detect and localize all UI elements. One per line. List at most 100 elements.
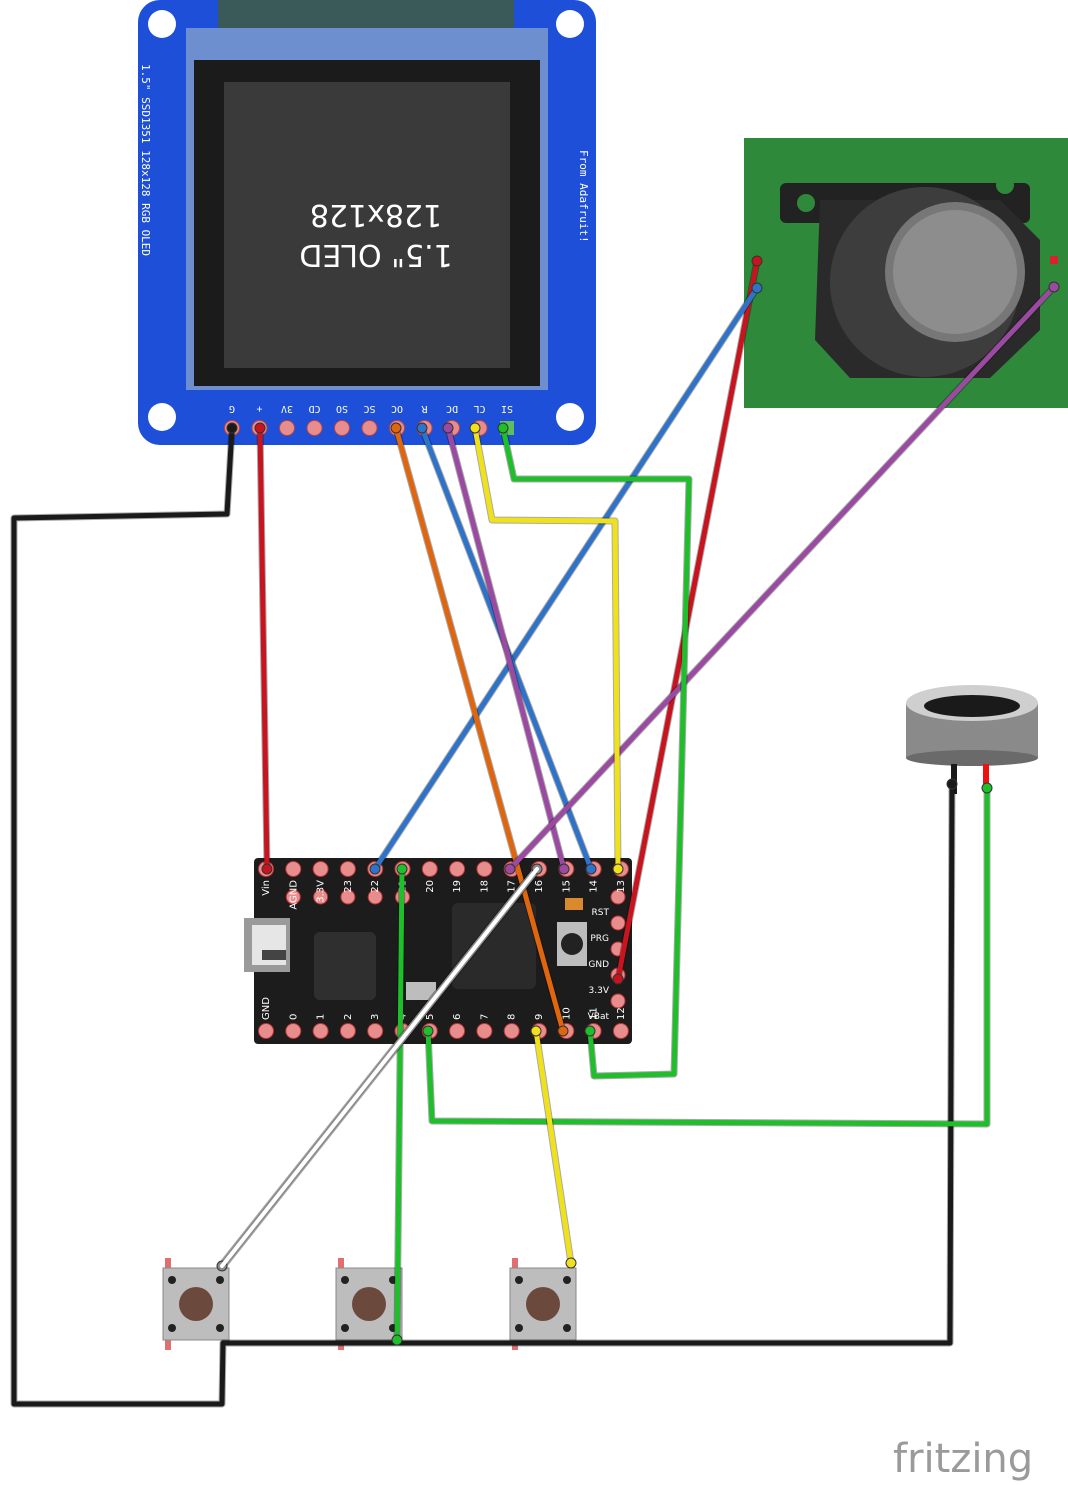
wire-mic-green[interactable] (425, 785, 990, 1127)
teensy-side-label: 3.3V (589, 986, 610, 996)
wire-button-right-yellow[interactable] (533, 1028, 574, 1266)
wire-vin-red[interactable] (257, 425, 270, 872)
wire-end (422, 1025, 434, 1037)
teensy-pin-label-bottom: 1 (316, 1014, 327, 1020)
teensy-pin-label-top: 20 (425, 880, 436, 893)
wire-dc-purple[interactable] (445, 425, 567, 872)
wire-end (751, 255, 763, 267)
button-cap[interactable] (352, 1287, 386, 1321)
teensy-pin-side[interactable] (610, 993, 626, 1009)
teensy-pin-label-top: 16 (534, 880, 545, 893)
oled-pin-label: OC (391, 403, 403, 414)
teensy-pin-label-bottom: 12 (616, 1007, 627, 1020)
oled-pin-label: SO (336, 403, 348, 414)
oled-pin[interactable] (361, 420, 378, 436)
wire-end (981, 782, 993, 794)
teensy-pin-bottom[interactable] (367, 1023, 384, 1039)
wire-joystick-y-purple[interactable] (507, 284, 1057, 872)
oled-module: 1.5" OLED 128x128 1.5" SSD1351 128x128 R… (138, 0, 596, 445)
fritzing-logo: fritzing (893, 1436, 1033, 1482)
teensy-pin-inner[interactable] (340, 889, 356, 905)
teensy-pin-top[interactable] (476, 861, 493, 877)
wire-end (390, 422, 402, 434)
wire-end (504, 863, 516, 875)
oled-active-area (224, 82, 510, 368)
teensy-pin-side[interactable] (610, 915, 626, 931)
teensy-pin-label-top: 17 (507, 880, 518, 893)
teensy-pin-top[interactable] (312, 861, 329, 877)
teensy-pin-bottom[interactable] (285, 1023, 302, 1039)
teensy-pin-top[interactable] (421, 861, 438, 877)
teensy-pin-label-bottom: 5 (425, 1014, 436, 1020)
wire-end (558, 863, 570, 875)
wire-end (751, 282, 763, 294)
mount-hole-icon (556, 10, 584, 38)
teensy-pin-label-bottom: 6 (452, 1014, 463, 1020)
teensy-pin-label-top: Vin (261, 880, 272, 896)
push-button-middle[interactable] (335, 1258, 403, 1350)
teensy-side-label: RST (592, 908, 610, 918)
teensy-pin-label-bottom: 8 (507, 1014, 518, 1020)
teensy-pin-label-top: 23 (343, 880, 354, 893)
mount-hole-icon (148, 403, 176, 431)
oled-pin[interactable] (306, 420, 323, 436)
teensy-pin-bottom[interactable] (612, 1023, 629, 1039)
wire-cl-yellow[interactable] (472, 425, 621, 872)
teensy-pin-bottom[interactable] (258, 1023, 274, 1039)
button-cap[interactable] (526, 1287, 560, 1321)
push-button-right[interactable] (509, 1258, 577, 1350)
teensy-pin-inner[interactable] (285, 889, 301, 905)
teensy-pin-label-top: 15 (561, 880, 572, 893)
teensy-pin-bottom[interactable] (449, 1023, 466, 1039)
teensy-pin-bottom[interactable] (476, 1023, 493, 1039)
wire-end (416, 422, 428, 434)
teensy-pin-label-top: 22 (370, 880, 381, 893)
teensy-pin-label-bottom: GND (261, 997, 272, 1020)
microphone (906, 685, 1038, 794)
wire-end (612, 863, 624, 875)
teensy-pin-side[interactable] (610, 889, 626, 905)
teensy-pin-top[interactable] (285, 861, 302, 877)
wire-end (557, 1025, 569, 1037)
wire-si-green[interactable] (500, 425, 692, 1079)
teensy-pin-label-bottom: 9 (534, 1014, 545, 1020)
push-button-left[interactable] (162, 1258, 230, 1350)
wire-gnd-black[interactable] (11, 425, 955, 1407)
oled-pin[interactable] (279, 420, 295, 436)
oled-pin-label: CD (308, 403, 320, 414)
teensy-pin-label-bottom: 0 (288, 1014, 299, 1020)
teensy-pin-inner[interactable] (367, 889, 383, 905)
wire-end (612, 973, 624, 985)
teensy-pin-bottom[interactable] (312, 1023, 329, 1039)
wire-end (946, 778, 958, 790)
wire-joystick-x-blue[interactable] (372, 285, 760, 872)
oled-side-label-right: From Adafruit! (577, 150, 590, 243)
mic-grille (924, 695, 1020, 717)
oled-pin[interactable] (334, 420, 350, 436)
wire-button-left-white[interactable] (220, 867, 539, 1268)
teensy-pin-top[interactable] (449, 861, 466, 877)
teensy-pin-top[interactable] (339, 861, 356, 877)
teensy-pin-label-bottom: 7 (479, 1014, 490, 1020)
teensy-pin-bottom[interactable] (503, 1023, 520, 1039)
oled-pin-label: CL (473, 403, 485, 414)
oled-title-line2: 128x128 (310, 197, 442, 232)
teensy-chip-small (314, 932, 376, 1000)
teensy-side-label: VBat (588, 1012, 610, 1022)
wire-button-mid-green[interactable] (394, 866, 405, 1343)
mount-hole-icon (148, 10, 176, 38)
oled-title-line1: 1.5" OLED (299, 237, 452, 272)
teensy-pin-bottom[interactable] (339, 1023, 356, 1039)
button-cap[interactable] (179, 1287, 213, 1321)
teensy-pin-inner[interactable] (313, 889, 329, 905)
wire-end (254, 422, 266, 434)
wire-oc-orange[interactable] (393, 425, 566, 1034)
wire-end (369, 863, 381, 875)
wire-end (396, 863, 408, 875)
wire-end (1048, 281, 1060, 293)
teensy-pin-label-top: 13 (616, 880, 627, 893)
oled-pin-label: 3V (281, 403, 293, 414)
wire-end (226, 422, 238, 434)
teensy-pin-label-bottom: 11 (589, 1007, 600, 1020)
